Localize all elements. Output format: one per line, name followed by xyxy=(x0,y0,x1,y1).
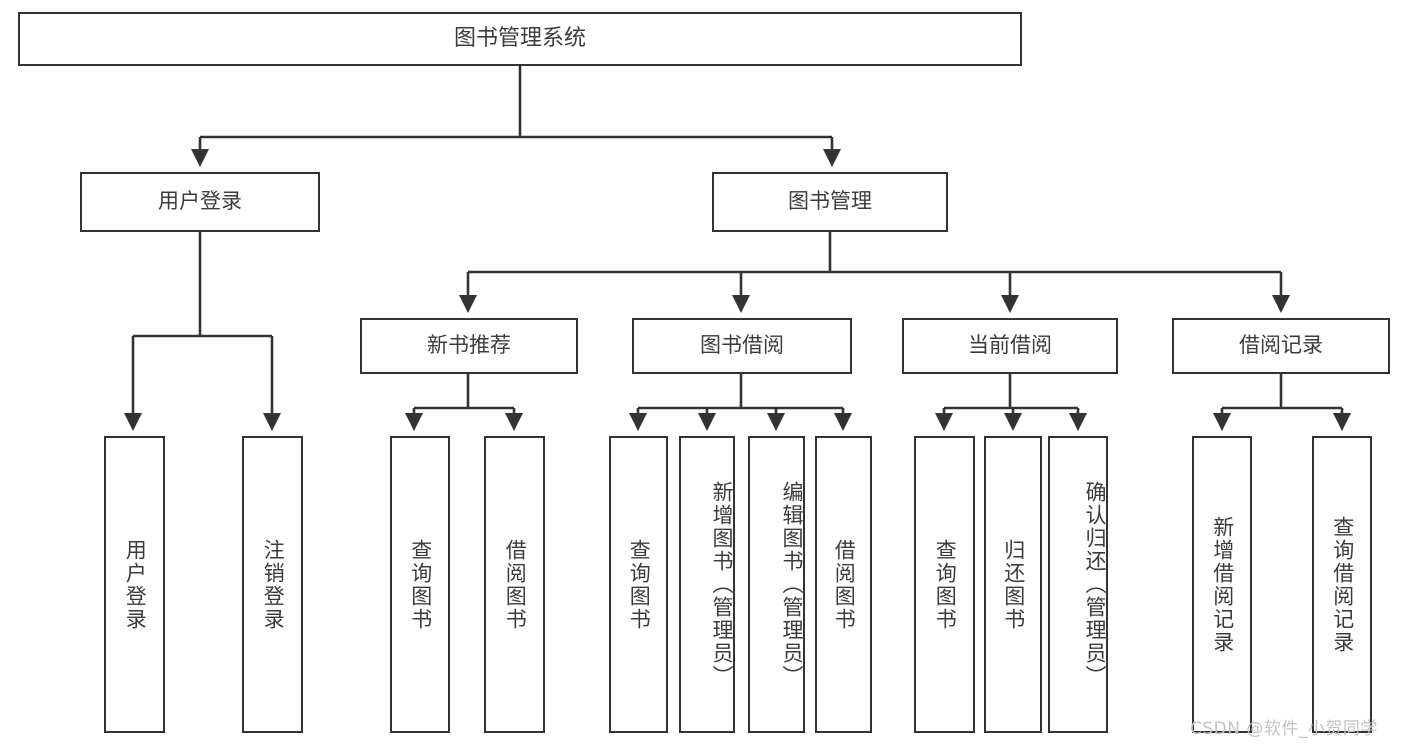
leaf-query-borrow-record[interactable]: 查询借阅记录 xyxy=(1312,436,1372,733)
node-label: 查询借阅记录 xyxy=(1330,515,1355,654)
node-label: 借阅图书 xyxy=(503,538,528,631)
node-book-borrow[interactable]: 图书借阅 xyxy=(632,318,852,374)
node-borrow-record[interactable]: 借阅记录 xyxy=(1172,318,1390,374)
leaf-query-book-borrow[interactable]: 查询图书 xyxy=(609,436,668,733)
node-label: 当前借阅 xyxy=(968,333,1052,358)
node-label: 图书借阅 xyxy=(700,333,784,358)
node-label: 图书管理系统 xyxy=(453,25,586,51)
leaf-return-book[interactable]: 归还图书 xyxy=(984,436,1042,733)
leaf-edit-book-admin[interactable]: 编辑图书（管理员） xyxy=(748,436,805,733)
leaf-confirm-return-admin[interactable]: 确认归还（管理员） xyxy=(1048,436,1108,733)
node-new-book-recommend[interactable]: 新书推荐 xyxy=(360,318,578,374)
node-label: 查询图书 xyxy=(933,538,958,631)
node-label: 查询图书 xyxy=(408,538,433,631)
leaf-query-book-current[interactable]: 查询图书 xyxy=(914,436,975,733)
leaf-query-book-recommend[interactable]: 查询图书 xyxy=(390,436,450,733)
leaf-add-book-admin[interactable]: 新增图书（管理员） xyxy=(679,436,735,733)
leaf-user-login[interactable]: 用户登录 xyxy=(104,436,165,733)
node-user-login[interactable]: 用户登录 xyxy=(80,172,320,232)
node-label: 用户登录 xyxy=(123,538,148,631)
node-label: 借阅图书 xyxy=(832,538,857,631)
node-label: 用户登录 xyxy=(158,189,242,214)
watermark: CSDN @软件_小贺同学 xyxy=(1190,719,1378,739)
node-book-management[interactable]: 图书管理 xyxy=(712,172,948,232)
node-current-borrow[interactable]: 当前借阅 xyxy=(902,318,1118,374)
node-label: 借阅记录 xyxy=(1239,333,1323,358)
node-label: 查询图书 xyxy=(627,538,652,631)
node-label: 归还图书 xyxy=(1001,538,1026,631)
node-label: 新书推荐 xyxy=(427,333,511,358)
leaf-add-borrow-record[interactable]: 新增借阅记录 xyxy=(1192,436,1252,733)
node-root-system[interactable]: 图书管理系统 xyxy=(18,12,1022,66)
node-label: 确认归还（管理员） xyxy=(1083,481,1107,688)
node-label: 注销登录 xyxy=(261,538,286,631)
node-label: 新增借阅记录 xyxy=(1210,515,1235,654)
node-label: 新增图书（管理员） xyxy=(710,481,734,688)
node-label: 图书管理 xyxy=(788,189,872,214)
leaf-borrow-book-recommend[interactable]: 借阅图书 xyxy=(484,436,545,733)
leaf-borrow-book-borrow[interactable]: 借阅图书 xyxy=(815,436,872,733)
node-label: 编辑图书（管理员） xyxy=(780,481,804,688)
leaf-logout-login[interactable]: 注销登录 xyxy=(242,436,303,733)
